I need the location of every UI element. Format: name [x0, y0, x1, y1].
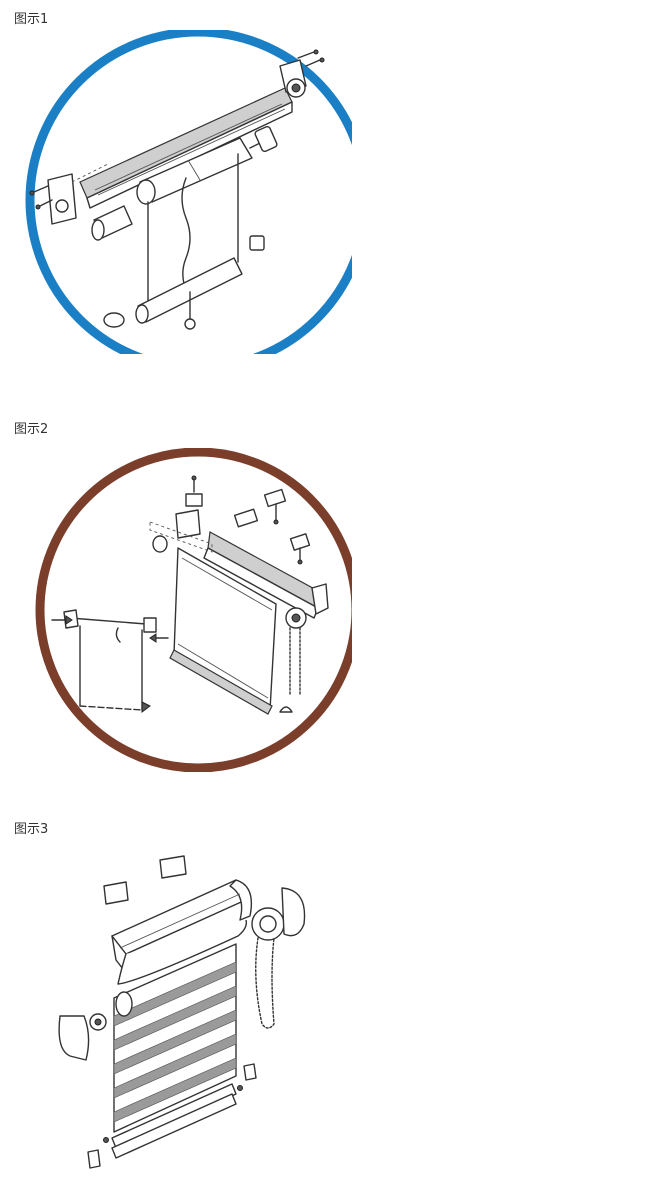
fabric-stripe: [113, 1057, 237, 1123]
figure-1-diagram: [0, 30, 360, 360]
figure-2-label: 图示2: [14, 422, 49, 437]
figure-2-diagram: [0, 448, 360, 776]
mounting-brackets: [185, 475, 311, 565]
figure-3-diagram: [0, 848, 360, 1178]
brown-ring: [35, 448, 352, 772]
end-plug: [91, 205, 133, 241]
fabric-stripe: [113, 1033, 237, 1099]
blue-ring: [25, 30, 352, 354]
figure-1-label: 图示1: [14, 12, 49, 27]
fabric-stripe: [113, 1009, 237, 1075]
bottom-bars: [87, 1063, 257, 1169]
fabric-stripe: [113, 961, 237, 1027]
top-brackets: [103, 855, 187, 905]
figure-3-label: 图示3: [14, 822, 49, 837]
left-bracket: [47, 173, 77, 225]
clutch-spring: [249, 125, 278, 153]
inset-shade: [51, 609, 169, 713]
fabric-stripe: [113, 985, 237, 1051]
end-cap: [58, 1015, 90, 1061]
control-unit: [251, 887, 306, 1029]
cassette-headrail: [111, 879, 253, 985]
zebra-fabric: [113, 943, 237, 1133]
pull-ring: [184, 318, 196, 330]
